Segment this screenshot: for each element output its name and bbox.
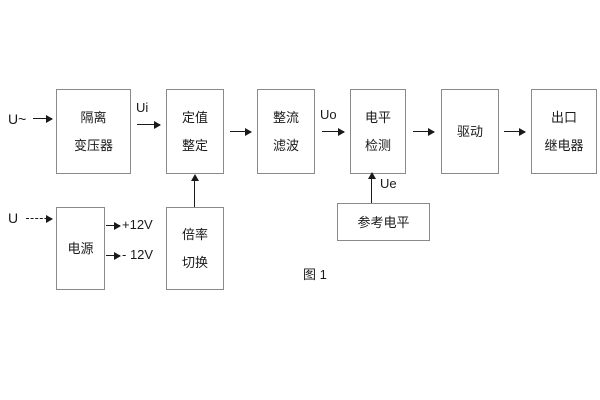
block-level-detection-line1: 电平: [364, 110, 391, 125]
block-power-supply: 电源: [56, 207, 105, 290]
signal-label-ui: Ui: [136, 100, 149, 115]
arrow-setting-value-to-rectify-filter: [230, 127, 252, 136]
figure-caption: 图 1: [303, 267, 327, 282]
arrow-ratio-switch-to-setting-value: [190, 174, 199, 207]
label-plus12v: +12V: [122, 217, 153, 232]
block-setting-value: 定值 整定: [166, 89, 224, 174]
input-ac-label: U~: [8, 111, 27, 127]
block-driver: 驱动: [441, 89, 499, 174]
block-isolation-transformer-line2: 变压器: [73, 138, 113, 153]
block-reference-level-line1: 参考电平: [357, 214, 410, 230]
arrow-rectify-filter-to-level-detection: [322, 127, 345, 136]
block-output-relay-line1: 出口: [550, 110, 577, 125]
arrow-power-supply-plus12v: [106, 221, 121, 230]
arrow-input-ac-to-isolation-transformer: [33, 114, 53, 123]
arrow-input-power-to-power-supply: [26, 215, 53, 223]
block-output-relay: 出口 继电器: [531, 89, 597, 174]
block-rectify-filter: 整流 滤波: [257, 89, 315, 174]
arrow-isolation-transformer-to-setting-value: [137, 120, 161, 129]
arrow-level-detection-to-driver: [413, 127, 435, 136]
block-isolation-transformer-line1: 隔离: [80, 110, 107, 125]
block-rectify-filter-line2: 滤波: [272, 138, 299, 153]
block-driver-line1: 驱动: [456, 124, 483, 139]
block-output-relay-line2: 继电器: [544, 138, 584, 153]
block-ratio-switch-line1: 倍率: [181, 227, 208, 242]
input-power-label: U: [8, 210, 19, 226]
block-isolation-transformer: 隔离 变压器: [56, 89, 131, 174]
block-rectify-filter-line1: 整流: [272, 110, 299, 125]
block-power-supply-line1: 电源: [67, 241, 94, 256]
block-reference-level: 参考电平: [337, 203, 430, 241]
block-ratio-switch-line2: 切换: [181, 255, 208, 270]
block-level-detection: 电平 检测: [350, 89, 406, 174]
signal-label-uo: Uo: [320, 107, 337, 122]
label-minus12v: - 12V: [122, 247, 154, 262]
block-setting-value-line1: 定值: [181, 110, 208, 125]
block-setting-value-line2: 整定: [181, 138, 208, 153]
signal-label-ue: Ue: [380, 176, 397, 191]
block-ratio-switch: 倍率 切换: [166, 207, 224, 290]
arrow-power-supply-minus12v: [106, 251, 121, 260]
block-level-detection-line2: 检测: [364, 138, 391, 153]
arrow-reference-level-to-level-detection: [367, 172, 376, 203]
arrow-driver-to-output-relay: [504, 127, 526, 136]
